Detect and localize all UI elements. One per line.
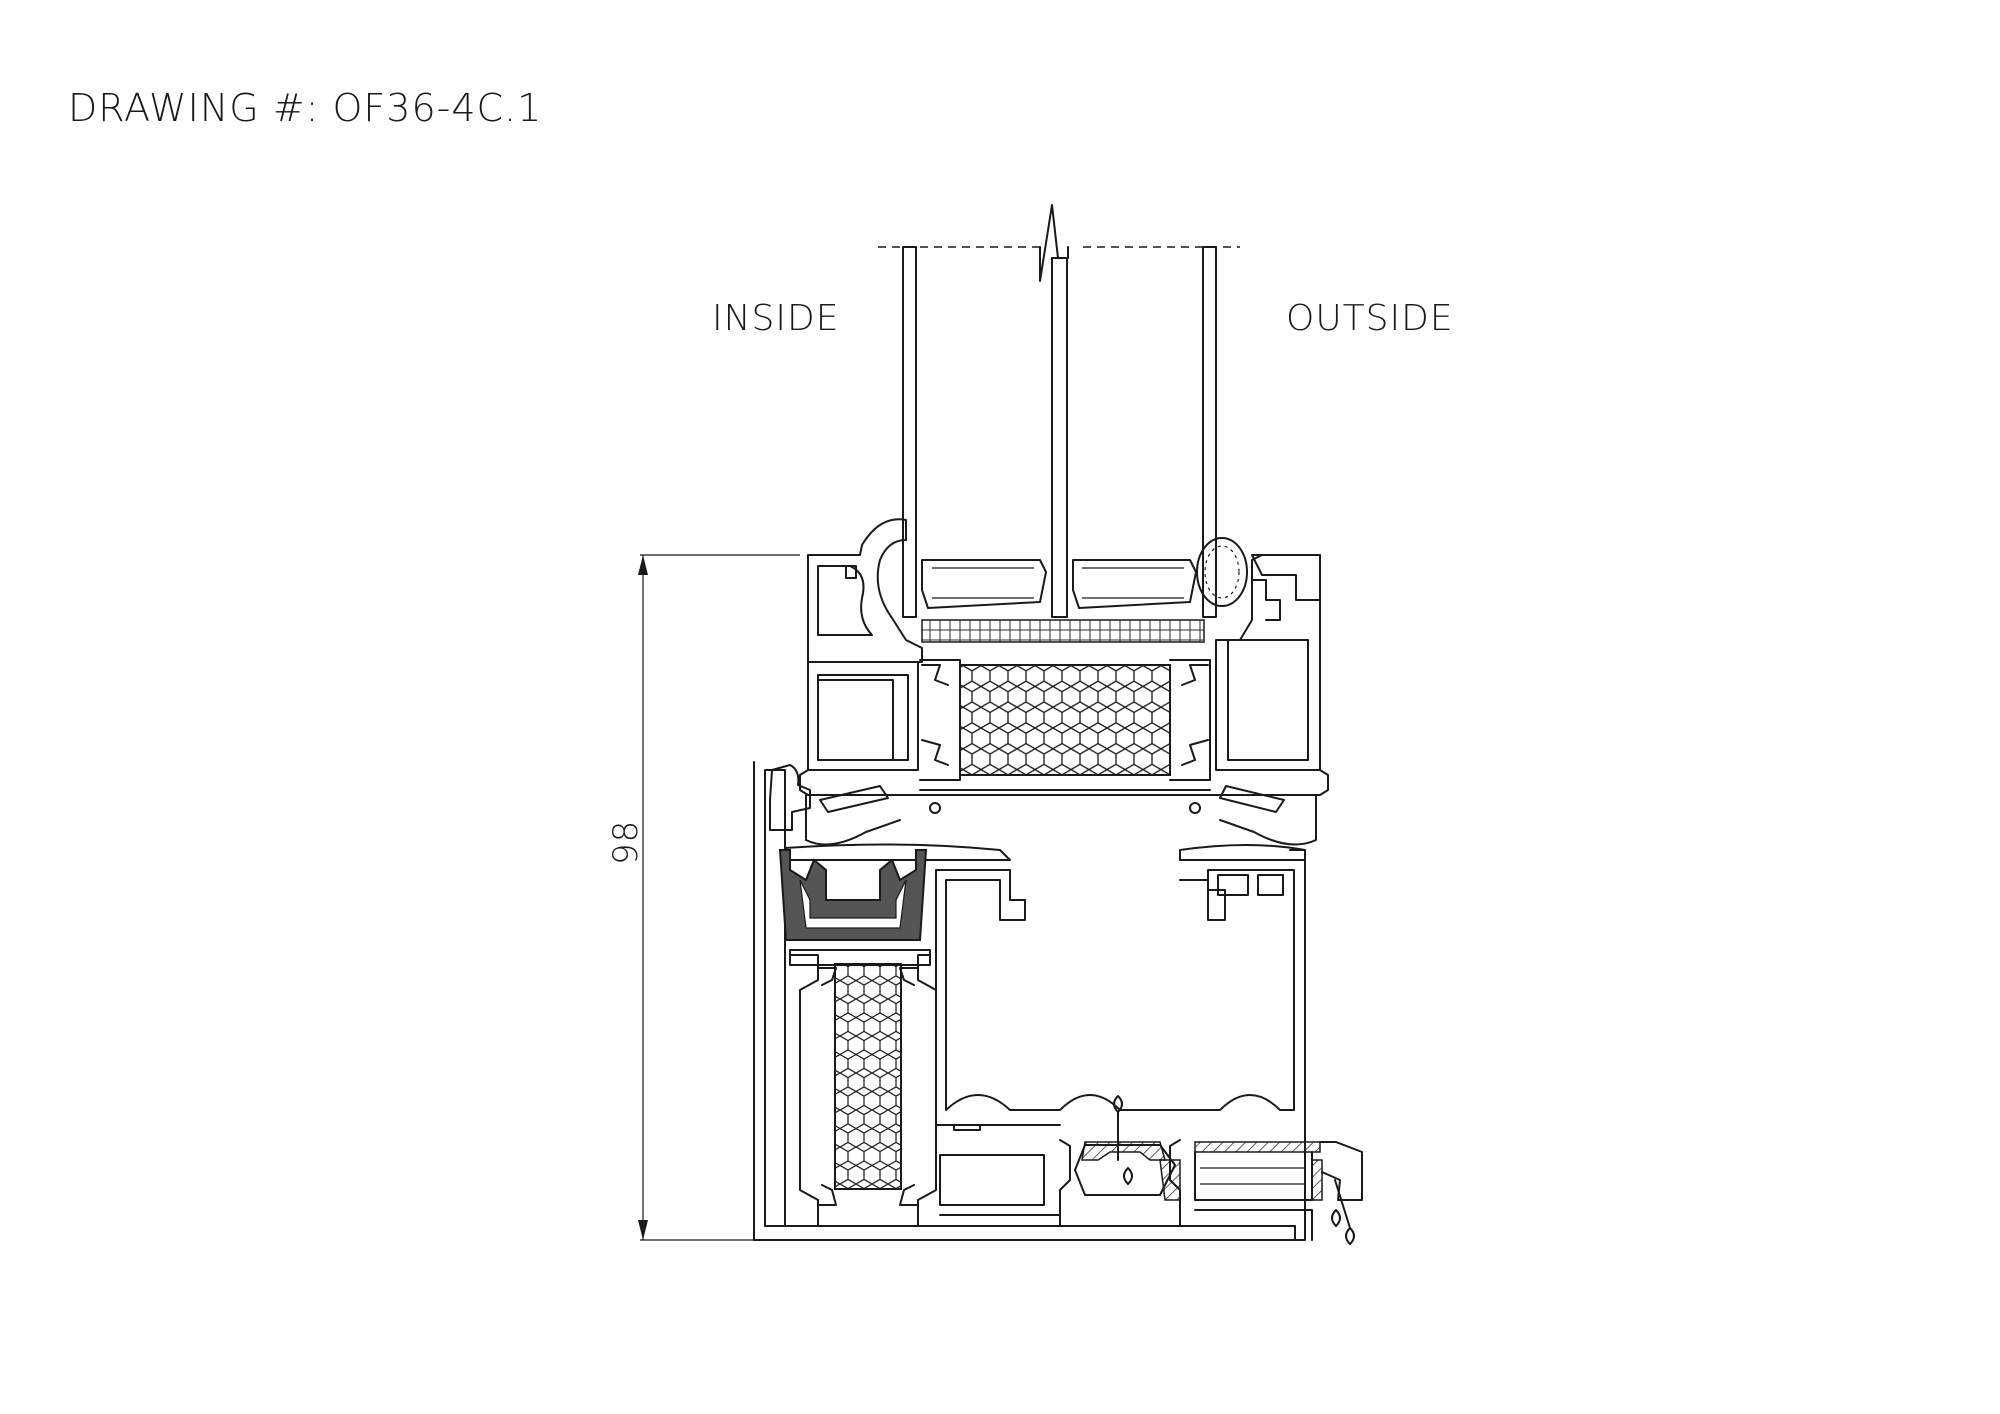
sash-profile	[799, 518, 1329, 846]
outside-label: OUTSIDE	[1286, 298, 1454, 339]
inside-label: INSIDE	[712, 298, 840, 339]
drawing-title: DRAWING #: OF36-4C.1	[68, 86, 543, 130]
frame-profile	[753, 761, 1363, 1245]
glazing-unit	[878, 204, 1240, 643]
height-dimension	[638, 554, 800, 1241]
